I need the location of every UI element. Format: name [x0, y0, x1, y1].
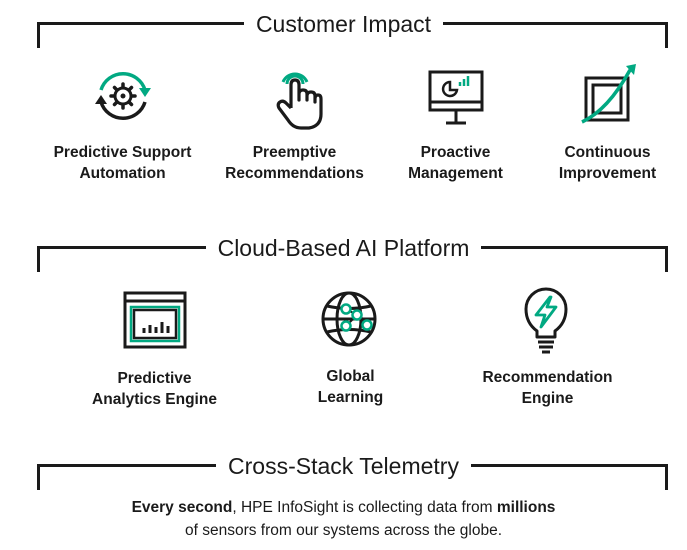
touch-hand-icon [276, 72, 323, 130]
telemetry-line-1-mid: , HPE InfoSight is collecting data from [232, 499, 497, 516]
continuous-improvement-item: Continuous Improvement [525, 60, 687, 184]
predictive-support-label: Predictive Support Automation [53, 144, 192, 182]
continuous-improvement-label: Continuous Improvement [558, 144, 657, 182]
globe-network-icon [321, 291, 376, 347]
preemptive-recommendations-item: Preemptive Recommendations [212, 60, 377, 184]
growth-arrow-icon [580, 64, 636, 124]
customer-impact-title: Customer Impact [0, 10, 687, 38]
telemetry-line-2: of sensors from our systems across the g… [184, 522, 503, 539]
proactive-management-label: Proactive Management [408, 144, 503, 182]
cloud-ai-title: Cloud-Based AI Platform [0, 234, 687, 262]
gear-cycle-icon [94, 72, 151, 120]
telemetry-line-1: Every second, HPE InfoSight is collectin… [0, 496, 687, 519]
global-learning-item: Global Learning [268, 285, 433, 408]
recommendation-engine-label: Recommendation Engine [482, 369, 613, 407]
preemptive-recommendations-label: Preemptive Recommendations [225, 144, 364, 182]
telemetry-description: Every second, HPE InfoSight is collectin… [0, 496, 687, 542]
millions-bold: millions [496, 499, 556, 516]
lightbulb-bolt-icon [524, 287, 567, 354]
predictive-analytics-label: Predictive Analytics Engine [92, 370, 217, 408]
predictive-analytics-item: Predictive Analytics Engine [72, 285, 237, 410]
proactive-management-item: Proactive Management [373, 60, 538, 184]
every-second-bold: Every second [131, 499, 233, 516]
monitor-chart-icon [428, 70, 483, 125]
global-learning-label: Global Learning [317, 368, 384, 406]
recommendation-engine-item: Recommendation Engine [465, 285, 630, 409]
predictive-support-item: Predictive Support Automation [40, 60, 205, 184]
analytics-window-icon [123, 291, 186, 349]
telemetry-title: Cross-Stack Telemetry [0, 452, 687, 480]
